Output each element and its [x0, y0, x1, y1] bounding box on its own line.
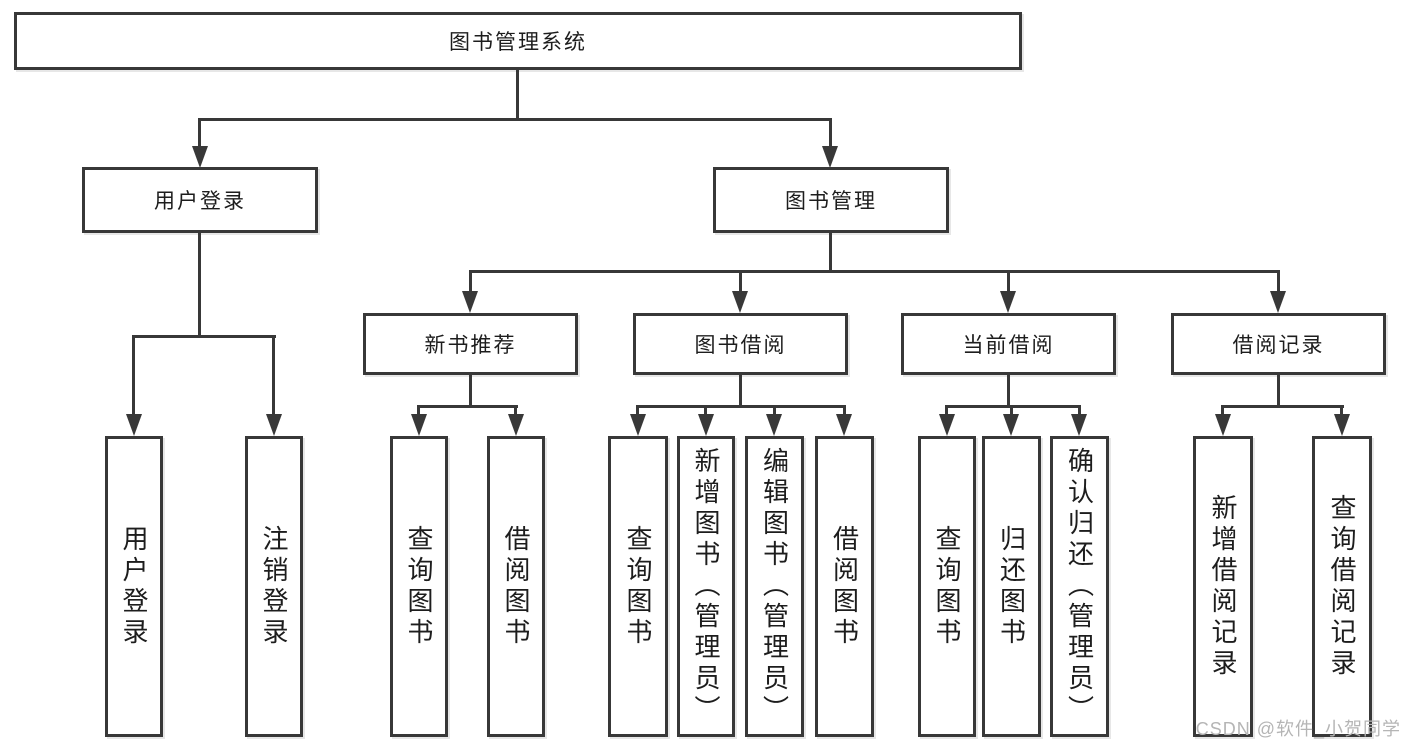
- arrowhead-icon: [698, 414, 714, 436]
- node-leaf-label: 查询图书: [932, 524, 962, 649]
- arrowhead-icon: [1000, 291, 1016, 313]
- connector-line: [417, 405, 420, 416]
- node-leaf-label: 借阅图书: [829, 524, 860, 649]
- arrowhead-icon: [1215, 414, 1231, 436]
- node-leaf-add-borrow-record: 新增借阅记录: [1193, 436, 1253, 737]
- arrowhead-icon: [192, 146, 208, 168]
- node-leaf-label: 查询借阅记录: [1327, 493, 1357, 680]
- arrowhead-icon: [732, 291, 748, 313]
- node-current-borrow-label: 当前借阅: [962, 334, 1055, 357]
- connector-line: [198, 118, 832, 121]
- node-borrow-records-label: 借阅记录: [1232, 334, 1325, 357]
- arrowhead-icon: [1003, 414, 1019, 436]
- arrowhead-icon: [1270, 291, 1286, 313]
- arrowhead-icon: [836, 414, 852, 436]
- node-leaf-label: 确认归还（管理员）: [1064, 447, 1095, 726]
- node-leaf-borrow-books: 借阅图书: [815, 436, 874, 737]
- csdn-watermark: CSDN @软件_小贺同学: [1195, 719, 1401, 739]
- node-leaf-label: 编辑图书（管理员）: [759, 447, 790, 726]
- connector-line: [739, 375, 742, 407]
- node-leaf-query-books-current: 查询图书: [918, 436, 976, 737]
- connector-line: [1007, 270, 1010, 293]
- node-book-management-label: 图书管理: [785, 190, 877, 213]
- node-borrow-records: 借阅记录: [1171, 313, 1386, 375]
- connector-line: [132, 335, 276, 338]
- node-leaf-label: 新增图书（管理员）: [691, 447, 721, 726]
- arrowhead-icon: [1071, 414, 1087, 436]
- connector-line: [773, 405, 776, 416]
- node-leaf-label: 借阅图书: [501, 524, 531, 649]
- arrowhead-icon: [939, 414, 955, 436]
- arrowhead-icon: [1334, 414, 1350, 436]
- connector-line: [516, 70, 519, 120]
- connector-line: [829, 233, 832, 272]
- node-root-label: 图书管理系统: [449, 31, 587, 54]
- node-leaf-query-books-borrow: 查询图书: [608, 436, 668, 737]
- arrowhead-icon: [462, 291, 478, 313]
- node-leaf-label: 注销登录: [259, 524, 289, 649]
- node-new-book-recommend-label: 新书推荐: [424, 334, 517, 357]
- node-book-borrow: 图书借阅: [633, 313, 848, 375]
- connector-line: [1078, 405, 1081, 416]
- node-leaf-label: 归还图书: [996, 524, 1027, 649]
- node-leaf-logout: 注销登录: [245, 436, 303, 737]
- connector-line: [636, 405, 639, 416]
- connector-line: [1221, 405, 1224, 416]
- node-user-login: 用户登录: [82, 167, 318, 233]
- arrowhead-icon: [266, 414, 282, 436]
- connector-line: [945, 405, 1081, 408]
- connector-line: [1007, 375, 1010, 407]
- connector-line: [1277, 375, 1280, 407]
- connector-line: [132, 335, 135, 416]
- connector-line: [198, 233, 201, 337]
- node-root: 图书管理系统: [14, 12, 1022, 70]
- node-leaf-query-borrow-record: 查询借阅记录: [1312, 436, 1372, 737]
- arrowhead-icon: [630, 414, 646, 436]
- connector-line: [272, 335, 275, 416]
- connector-line: [843, 405, 846, 416]
- connector-line: [1340, 405, 1343, 416]
- node-leaf-return-books: 归还图书: [982, 436, 1041, 737]
- node-current-borrow: 当前借阅: [901, 313, 1116, 375]
- arrowhead-icon: [766, 414, 782, 436]
- connector-line: [739, 270, 742, 293]
- connector-line: [469, 270, 1280, 273]
- node-book-borrow-label: 图书借阅: [694, 334, 787, 357]
- connector-line: [829, 120, 832, 148]
- node-leaf-label: 查询图书: [404, 524, 434, 649]
- connector-line: [1277, 270, 1280, 293]
- node-leaf-label: 用户登录: [119, 524, 149, 649]
- connector-line: [469, 270, 472, 293]
- node-user-login-label: 用户登录: [154, 190, 246, 213]
- node-leaf-confirm-return-admin: 确认归还（管理员）: [1050, 436, 1109, 737]
- node-leaf-edit-books-admin: 编辑图书（管理员）: [745, 436, 804, 737]
- connector-line: [1010, 405, 1013, 416]
- node-leaf-user-login: 用户登录: [105, 436, 163, 737]
- connector-line: [417, 405, 518, 408]
- connector-line: [636, 405, 846, 408]
- connector-line: [469, 375, 472, 407]
- node-book-management: 图书管理: [713, 167, 949, 233]
- arrowhead-icon: [508, 414, 524, 436]
- connector-line: [198, 120, 201, 148]
- node-leaf-borrow-books-recommend: 借阅图书: [487, 436, 545, 737]
- node-leaf-label: 新增借阅记录: [1208, 493, 1238, 680]
- arrowhead-icon: [126, 414, 142, 436]
- node-new-book-recommend: 新书推荐: [363, 313, 578, 375]
- arrowhead-icon: [822, 146, 838, 168]
- connector-line: [1221, 405, 1344, 408]
- connector-line: [704, 405, 707, 416]
- node-leaf-label: 查询图书: [623, 524, 653, 649]
- connector-line: [514, 405, 517, 416]
- arrowhead-icon: [411, 414, 427, 436]
- node-leaf-query-books-recommend: 查询图书: [390, 436, 448, 737]
- connector-line: [945, 405, 948, 416]
- node-leaf-add-books-admin: 新增图书（管理员）: [677, 436, 735, 737]
